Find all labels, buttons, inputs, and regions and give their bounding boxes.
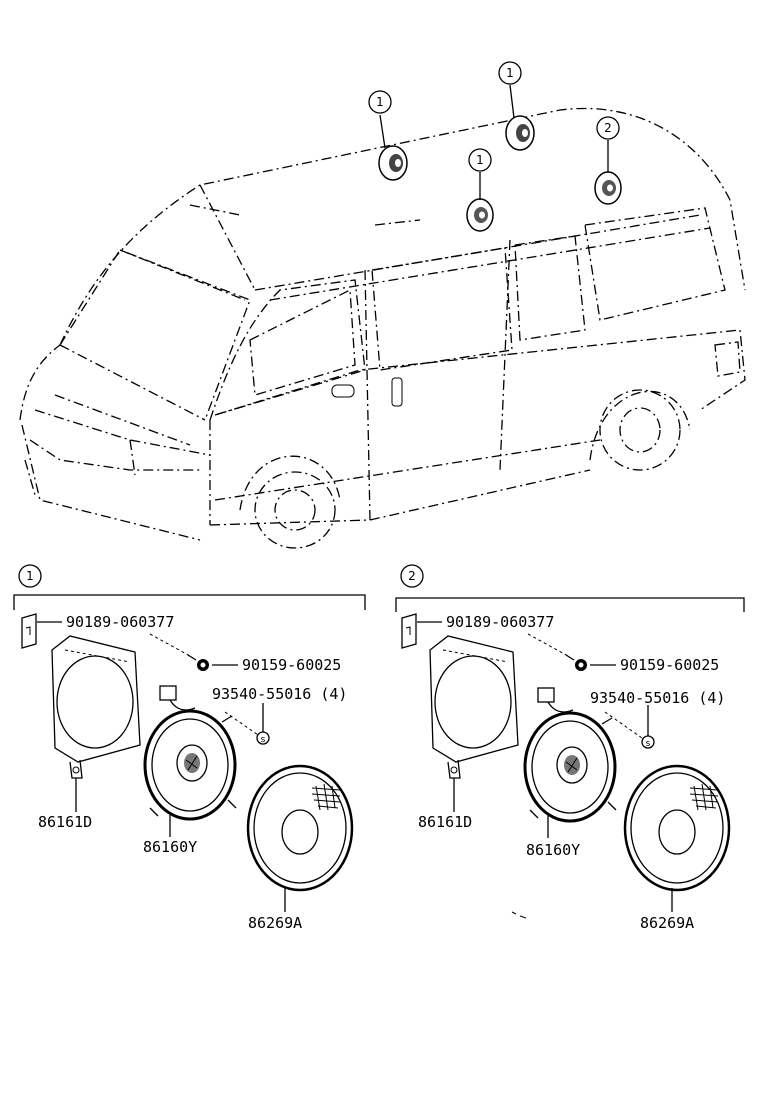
part-grille-number: 86269A [248, 914, 302, 932]
svg-text:1: 1 [506, 66, 514, 80]
van-speaker-mid [466, 172, 494, 232]
part-clip-number: 90189-060377 [66, 613, 174, 631]
screw-icon [187, 654, 209, 671]
nut-icon: s [256, 731, 270, 745]
speaker-grille [246, 764, 354, 892]
van-speaker-rear [594, 140, 622, 205]
van-speaker-front-center [505, 84, 535, 151]
clip-icon [401, 613, 417, 649]
callout-mid: 1 [468, 148, 492, 172]
speaker-grille [623, 764, 731, 892]
nut-icon: s [641, 735, 655, 749]
van-speaker-front-left [378, 114, 408, 181]
part-clip-number: 90189-060377 [446, 613, 554, 631]
part-screw-number: 90159-60025 [620, 656, 719, 674]
svg-text:s: s [646, 739, 651, 749]
callout-front-left: 1 [368, 90, 392, 114]
van-illustration [19, 107, 746, 549]
part-screw-number: 90159-60025 [242, 656, 341, 674]
stray-mark [511, 911, 527, 919]
assembly-1: 1 90189-060377 86161D 90159-60025 [13, 564, 366, 932]
assembly-2-index: 2 [400, 564, 424, 588]
speaker-bracket [51, 635, 141, 779]
part-nut-number: 93540-55016 (4) [590, 689, 725, 707]
assembly-2: 2 90189-060377 86161D 90159-60025 [395, 564, 745, 932]
assembly-1-index: 1 [18, 564, 42, 588]
part-speaker-number: 86160Y [143, 838, 197, 856]
speaker-unit [523, 687, 617, 823]
svg-text:s: s [261, 735, 266, 745]
svg-text:1: 1 [26, 569, 34, 583]
speaker-bracket [429, 635, 519, 779]
screw-icon [565, 654, 587, 671]
svg-text:1: 1 [376, 95, 384, 109]
callout-rear: 2 [596, 116, 620, 140]
svg-text:2: 2 [604, 121, 612, 135]
speaker-unit [143, 685, 237, 821]
part-grille-number: 86269A [640, 914, 694, 932]
clip-icon [21, 613, 37, 649]
part-nut-number: 93540-55016 (4) [212, 685, 347, 703]
part-bracket-number: 86161D [38, 813, 92, 831]
part-bracket-number: 86161D [418, 813, 472, 831]
svg-text:2: 2 [408, 569, 416, 583]
svg-text:1: 1 [476, 153, 484, 167]
part-speaker-number: 86160Y [526, 841, 580, 859]
callout-front-center: 1 [498, 61, 522, 85]
